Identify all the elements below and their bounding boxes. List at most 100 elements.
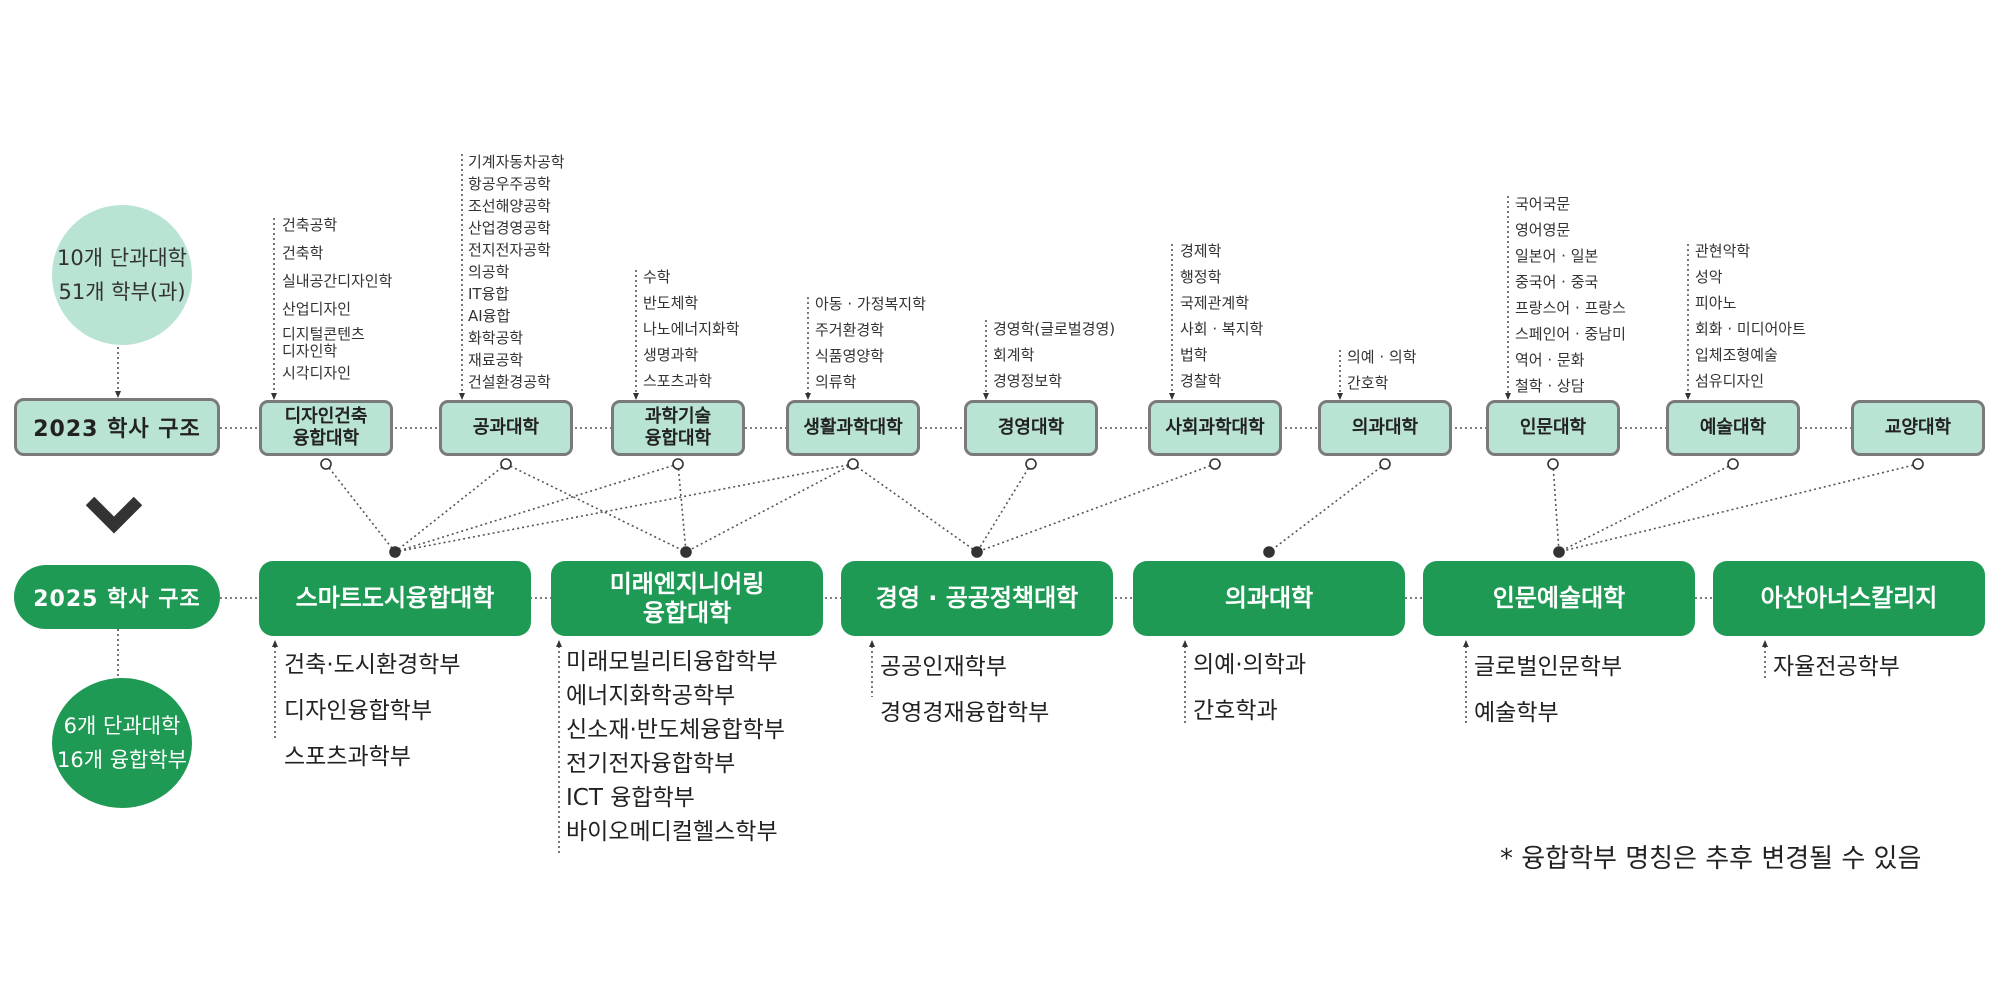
- department-item: 주거환경학: [815, 321, 885, 339]
- department-item: 프랑스어 · 프랑스: [1515, 299, 1626, 317]
- department-item: 경제학: [1180, 242, 1222, 260]
- school-bracket-2-head: [869, 640, 875, 647]
- port-2023-1: [500, 458, 512, 470]
- department-item: 생명과학: [643, 346, 699, 364]
- department-item: 조선해양공학: [468, 197, 551, 215]
- department-item: 건축공학: [282, 216, 338, 234]
- department-item: 법학: [1180, 346, 1208, 364]
- department-item: 시각디자인: [282, 364, 352, 382]
- mapping-line-4: [677, 463, 687, 553]
- school-bracket-4-head: [1463, 640, 1469, 647]
- port-2023-2: [672, 458, 684, 470]
- college-2023-liberal-arts: 교양대학: [1851, 400, 1985, 456]
- department-item: 행정학: [1180, 268, 1222, 286]
- summary-2023-line1: 10개 단과대학: [57, 246, 187, 270]
- dept-bracket-5-head: [1169, 393, 1175, 400]
- mapping-line-8: [976, 463, 1032, 553]
- port-2023-9: [1912, 458, 1924, 470]
- school-item: 스포츠과학부: [284, 744, 411, 770]
- department-item: 산업경영공학: [468, 219, 551, 237]
- department-item: 영어영문: [1515, 221, 1571, 239]
- college-2023-engineering: 공과대학: [439, 400, 573, 456]
- department-item: AI융합: [468, 307, 511, 325]
- department-item: 역어 · 문화: [1515, 351, 1585, 369]
- college-2023-science-technology: 과학기술 융합대학: [611, 400, 745, 456]
- department-item: 전지전자공학: [468, 241, 551, 259]
- school-bracket-3-head: [1182, 640, 1188, 647]
- footnote: * 융합학부 명칭은 추후 변경될 수 있음: [1500, 844, 1922, 874]
- department-item: 국어국문: [1515, 195, 1571, 213]
- departments-science-technology: 수학 반도체학 나노에너지화학 생명과학 스포츠과학: [643, 266, 740, 396]
- department-item: 실내공간디자인학: [282, 272, 393, 290]
- college-2023-business: 경영대학: [964, 400, 1098, 456]
- link-2023-circle-head: [115, 391, 121, 398]
- summary-2023-line2: 51개 학부(과): [58, 280, 186, 304]
- department-item: 사회 · 복지학: [1180, 320, 1264, 338]
- schools-smart-city: 건축·도시환경학부 디자인융합학부 스포츠과학부: [284, 642, 461, 780]
- dept-bracket-2-head: [633, 393, 639, 400]
- school-item: 의예·의학과: [1193, 652, 1307, 678]
- port-2025-4: [1553, 546, 1565, 558]
- dept-bracket-4-head: [983, 393, 989, 400]
- department-item: 건설환경공학: [468, 373, 551, 391]
- departments-engineering: 기계자동차공학 항공우주공학 조선해양공학 산업경영공학 전지전자공학 의공학 …: [468, 151, 565, 393]
- school-item: ICT 융합학부: [566, 785, 695, 811]
- port-2025-0: [389, 546, 401, 558]
- mapping-line-6: [685, 463, 854, 553]
- school-item: 미래모빌리티융합학부: [566, 649, 778, 675]
- school-bracket-1-head: [556, 640, 562, 647]
- dept-bracket-6-head: [1337, 393, 1343, 400]
- department-item: 관현악학: [1695, 242, 1751, 260]
- mapping-line-11: [1552, 463, 1560, 553]
- school-item: 경영경재융합학부: [880, 700, 1050, 726]
- department-item: 수학: [643, 268, 671, 286]
- department-item: 경영학(글로벌경영): [993, 320, 1116, 338]
- department-item: 간호학: [1347, 374, 1389, 392]
- department-item: 경찰학: [1180, 372, 1222, 390]
- college-2023-humanities: 인문대학: [1486, 400, 1620, 456]
- department-item: 철학 · 상담: [1515, 377, 1585, 395]
- school-item: 에너지화학공학부: [566, 683, 736, 709]
- college-2025-smart-city: 스마트도시융합대학: [259, 561, 531, 636]
- schools-business-public-policy: 공공인재학부 경영경재융합학부: [880, 644, 1049, 736]
- port-2023-0: [320, 458, 332, 470]
- department-item: 식품영양학: [815, 347, 885, 365]
- department-item: 반도체학: [643, 294, 699, 312]
- port-2023-6: [1379, 458, 1391, 470]
- college-2025-future-engineering: 미래엔지니어링 융합대학: [551, 561, 823, 636]
- mapping-line-5: [394, 463, 854, 553]
- label-2023: 2023 학사 구조: [14, 398, 220, 456]
- mapping-line-10: [1268, 463, 1386, 553]
- dept-bracket-3-head: [805, 393, 811, 400]
- college-2025-medicine: 의과대학: [1133, 561, 1405, 636]
- department-item: 디지털콘텐츠 디자인학: [282, 325, 365, 360]
- school-item: 자율전공학부: [1773, 654, 1900, 680]
- school-item: 공공인재학부: [880, 654, 1007, 680]
- schools-asan-honors: 자율전공학부: [1773, 644, 1900, 690]
- dept-bracket-0-head: [271, 393, 277, 400]
- department-item: 기계자동차공학: [468, 153, 565, 171]
- port-2025-1: [680, 546, 692, 558]
- department-item: 입체조형예술: [1695, 346, 1778, 364]
- departments-business: 경영학(글로벌경영) 회계학 경영정보학: [993, 318, 1115, 396]
- department-item: 스페인어 · 중남미: [1515, 325, 1626, 343]
- college-2023-social-science: 사회과학대학: [1148, 400, 1282, 456]
- dept-bracket-1-head: [459, 393, 465, 400]
- port-2023-3: [847, 458, 859, 470]
- mapping-line-0: [325, 463, 396, 553]
- school-item: 글로벌인문학부: [1474, 654, 1623, 680]
- mapping-line-13: [1558, 463, 1919, 553]
- departments-humanities: 국어국문 영어영문 일본어 · 일본 중국어 · 중국 프랑스어 · 프랑스 스…: [1515, 193, 1626, 401]
- department-item: 중국어 · 중국: [1515, 273, 1599, 291]
- department-item: IT융합: [468, 285, 510, 303]
- mapping-line-3: [394, 463, 679, 553]
- departments-medicine: 의예 · 의학 간호학: [1347, 346, 1417, 398]
- summary-2025-circle: 6개 단과대학 16개 융합학부: [52, 678, 192, 808]
- school-item: 디자인융합학부: [284, 698, 433, 724]
- mapping-line-2: [505, 463, 687, 553]
- department-item: 산업디자인: [282, 300, 352, 318]
- departments-social-science: 경제학 행정학 국제관계학 사회 · 복지학 법학 경찰학: [1180, 240, 1263, 396]
- college-2023-medicine: 의과대학: [1318, 400, 1452, 456]
- dept-bracket-8-head: [1685, 393, 1691, 400]
- department-item: 아동 · 가정복지학: [815, 295, 926, 313]
